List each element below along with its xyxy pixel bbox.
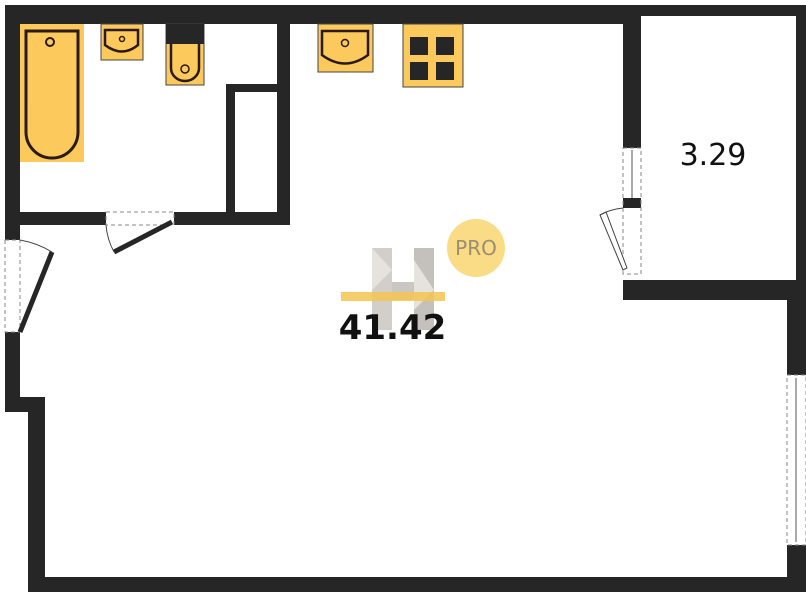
balcony-area-label: 3.29	[679, 138, 747, 173]
left-wall-middle	[5, 332, 20, 412]
main-room-area-label: 41.42	[338, 308, 447, 348]
entry-door-leaf[interactable]	[17, 251, 55, 333]
logo-bar	[341, 292, 445, 301]
entry-door-swing	[19, 239, 53, 253]
pro-badge: PRO	[447, 219, 505, 277]
top-wall	[5, 5, 641, 24]
balcony-door-opening	[622, 147, 642, 275]
openings	[4, 147, 806, 546]
bathroom-partition	[277, 24, 290, 225]
bathroom-door-swing	[105, 224, 115, 253]
shaft-left	[226, 84, 235, 214]
balcony-door-mullion	[623, 198, 641, 208]
right-wall-upper	[787, 280, 806, 375]
bathroom-wall-left	[20, 212, 106, 225]
bottom-wall	[28, 577, 806, 592]
balcony-door-swing	[599, 207, 624, 216]
toilet-icon	[165, 23, 205, 86]
balcony-bottom-wall	[623, 280, 806, 300]
left-wall-upper	[5, 5, 20, 240]
bathroom-door-opening	[105, 211, 175, 226]
balcony-top-wall	[641, 5, 806, 16]
shaft-top	[226, 84, 277, 92]
bathtub-icon	[20, 24, 84, 162]
bathroom-wall-right	[174, 212, 290, 225]
balcony-door-leaf[interactable]	[599, 211, 628, 271]
right-wall-lower	[787, 545, 806, 592]
bathroom-door-leaf[interactable]	[112, 219, 174, 255]
left-wall-lower	[28, 397, 45, 590]
walls	[5, 5, 806, 592]
window-opening	[786, 374, 806, 546]
bathroom-sink-icon	[100, 23, 144, 61]
stove-icon	[402, 23, 464, 88]
entry-door-opening	[4, 239, 21, 333]
kitchen-sink-icon	[317, 23, 374, 73]
balcony-outer-wall	[796, 5, 806, 300]
balcony-inner-wall-upper	[623, 5, 641, 148]
